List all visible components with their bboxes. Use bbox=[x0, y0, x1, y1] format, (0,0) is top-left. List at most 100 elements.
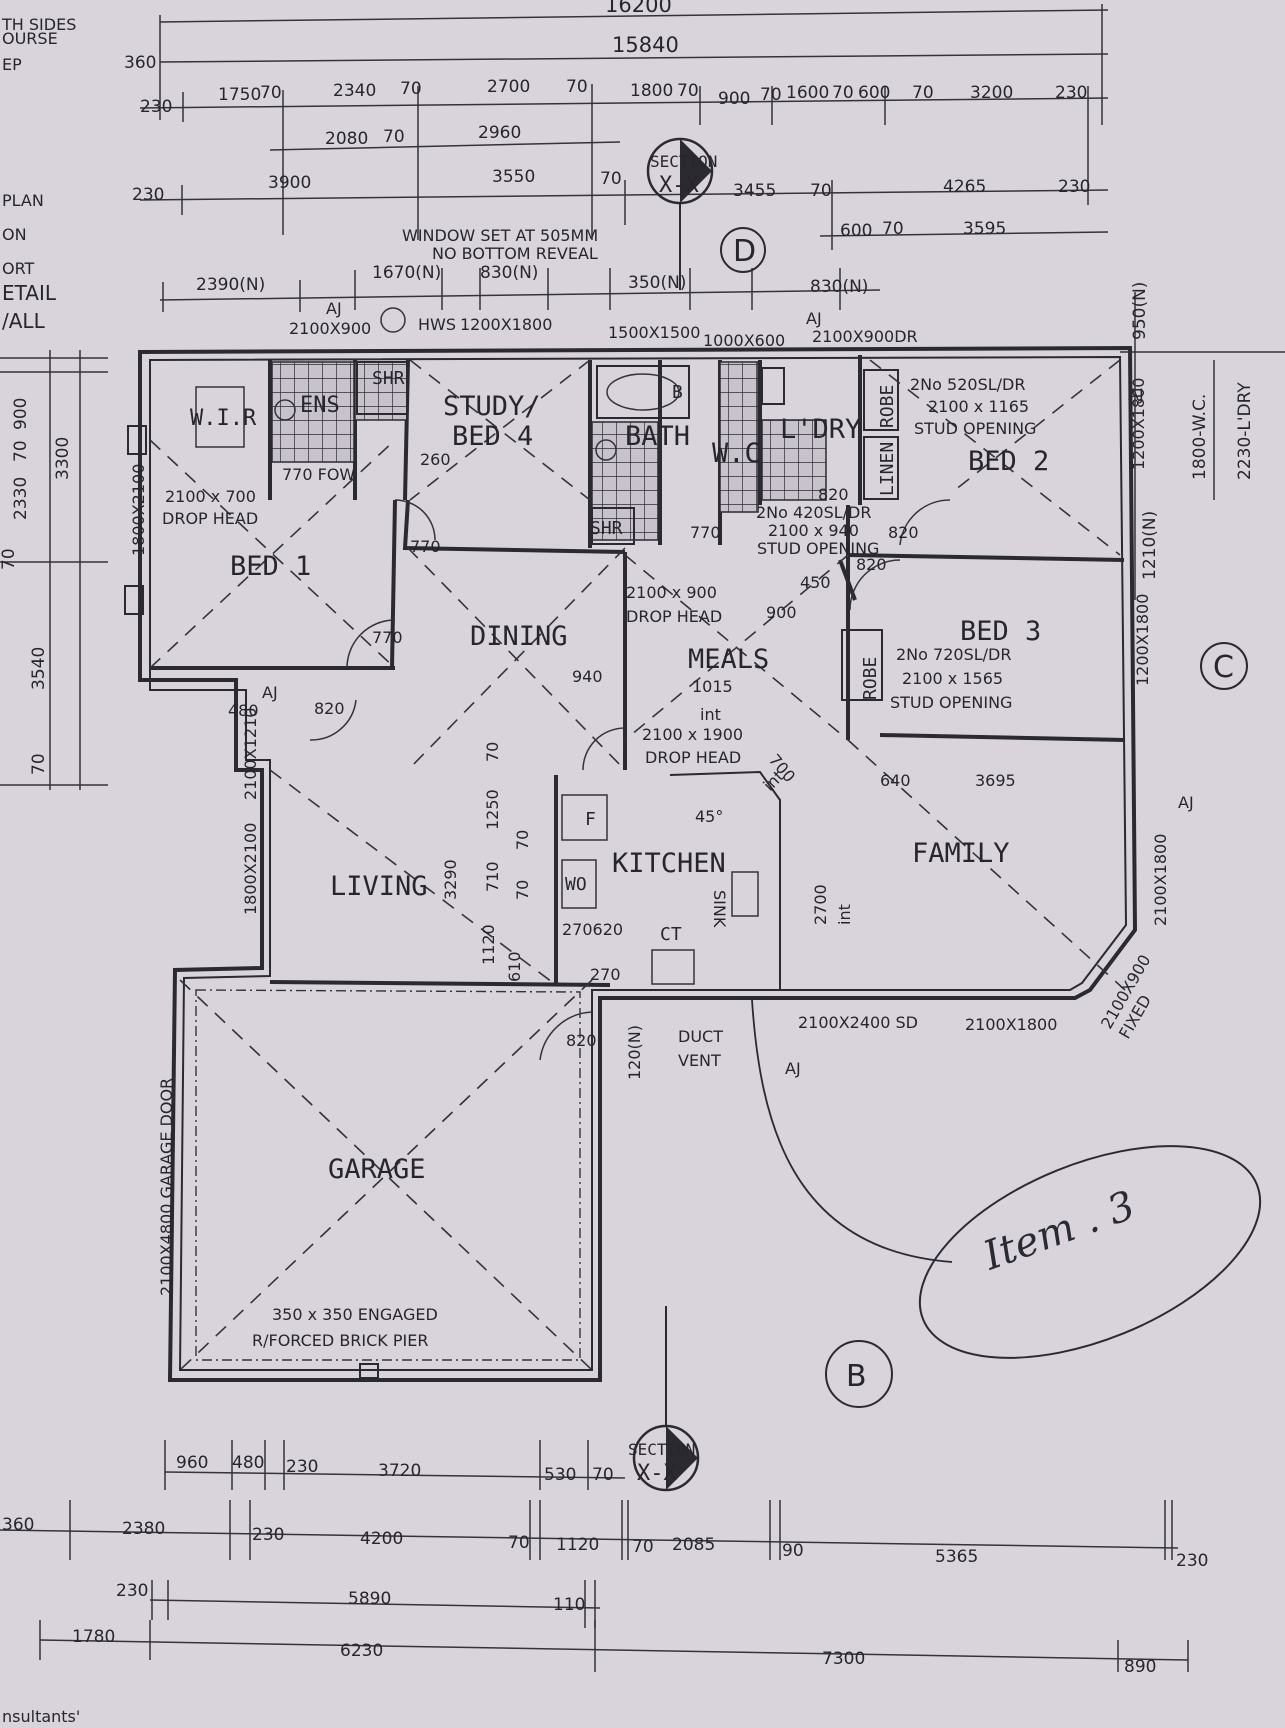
note-window-family: 2100X1800 bbox=[1151, 834, 1170, 926]
dim-label: 2340 bbox=[333, 81, 376, 101]
dim-950n: 950(N) bbox=[1130, 282, 1150, 340]
dim-label: 70 bbox=[11, 440, 31, 462]
elevation-marker-b: B bbox=[825, 1340, 893, 1408]
edge-note: PLAN bbox=[2, 191, 44, 210]
edge-note: /ALL bbox=[2, 309, 46, 333]
right-dimension-column: 950(N) 1210(N) 1800-W.C. 2230-L'DRY bbox=[1120, 282, 1285, 600]
note-bed3-robe-2: 2100 x 1565 bbox=[902, 669, 1003, 688]
dim-label: 890 bbox=[1124, 1657, 1156, 1677]
section-id-bottom: X-X bbox=[637, 1461, 677, 1486]
dim-label: 530 bbox=[544, 1465, 576, 1485]
dim-900: 900 bbox=[766, 603, 797, 622]
dim-label: 70 bbox=[29, 753, 49, 775]
dim-label: 230 bbox=[286, 1457, 318, 1477]
dim-label: 1600 bbox=[786, 83, 829, 103]
door-swings bbox=[309, 499, 951, 1061]
label-shr-bath: SHR bbox=[590, 518, 623, 539]
edge-note: nsultants' bbox=[2, 1707, 80, 1726]
dim-1250: 1250 bbox=[483, 789, 502, 830]
dim-label: 90 bbox=[782, 1541, 804, 1561]
room-kitchen: KITCHEN bbox=[612, 848, 726, 879]
room-bed4: BED 4 bbox=[452, 421, 533, 452]
note-int-meals: int bbox=[700, 705, 721, 724]
edge-note: TH SIDES bbox=[1, 15, 76, 34]
dim-label: 900 bbox=[718, 89, 750, 109]
note-meals-drop-1: 2100 x 900 bbox=[626, 583, 717, 602]
dim-label: 230 bbox=[132, 185, 164, 205]
note-wc-1800: 1800-W.C. bbox=[1190, 394, 1210, 480]
dim-label: 1780 bbox=[72, 1627, 115, 1647]
note-angle: 45° bbox=[695, 807, 723, 826]
dim-label: 7300 bbox=[822, 1649, 865, 1669]
edge-note: ORT bbox=[2, 259, 35, 278]
dim-270: 270 bbox=[590, 965, 621, 984]
dim-label: 1670(N) bbox=[372, 263, 441, 283]
plan-notes: 2No 520SL/DR 2100 x 1165 STUD OPENING 2N… bbox=[129, 375, 1194, 1350]
left-dimension-column: 900 70 2330 70 3300 3540 70 bbox=[0, 350, 108, 790]
note-window-living-a: 2100X1210 bbox=[241, 708, 260, 800]
label-robe-bed2: ROBE bbox=[877, 385, 898, 428]
wir-shelf bbox=[195, 386, 245, 448]
dim-450: 450 bbox=[800, 573, 831, 592]
dim-label: 230 bbox=[1058, 177, 1090, 197]
bath-shower bbox=[591, 507, 635, 545]
room-living: LIVING bbox=[330, 871, 428, 902]
laundry-tiles bbox=[761, 419, 827, 501]
left-edge-notes: TH SIDES OURSE EP PLAN ON ORT ETAIL /ALL… bbox=[1, 15, 80, 1726]
dim-label: 70 bbox=[0, 548, 19, 570]
note-window-bed1: 1800X2100 bbox=[129, 464, 148, 556]
hws-label: HWS bbox=[418, 315, 456, 334]
bath-tub bbox=[596, 365, 690, 419]
ensuite-basin bbox=[274, 399, 296, 421]
section-label-top: SECTION bbox=[650, 152, 717, 171]
dim-label: 600 bbox=[840, 221, 872, 241]
room-ens: ENS bbox=[300, 393, 340, 418]
note-kitchen-drop-2: DROP HEAD bbox=[645, 748, 741, 767]
dim-label: 230 bbox=[1055, 83, 1087, 103]
room-bath: BATH bbox=[625, 421, 690, 452]
window-set-note-1: WINDOW SET AT 505MM bbox=[402, 226, 598, 245]
dim-label: 70 bbox=[832, 83, 854, 103]
dim-15840: 15840 bbox=[612, 33, 679, 57]
aj-family: AJ bbox=[1178, 793, 1194, 812]
dim-1015: 1015 bbox=[692, 677, 733, 696]
window-1200x1800: 1200X1800 bbox=[460, 315, 552, 334]
dim-label: 70 bbox=[677, 81, 699, 101]
room-bed3: BED 3 bbox=[960, 616, 1041, 647]
fridge-space bbox=[561, 794, 608, 841]
dim-label: 4200 bbox=[360, 1529, 403, 1549]
dim-70-b: 70 bbox=[513, 830, 532, 850]
label-bath-b: B bbox=[672, 382, 683, 403]
bottom-dimension-strings: 960 480 230 3720 530 70 360 2380 230 420… bbox=[0, 1440, 1208, 1677]
room-wir: W.I.R bbox=[190, 406, 257, 431]
note-bed1-drop-1: 2100 x 700 bbox=[165, 487, 256, 506]
room-study: STUDY/ bbox=[443, 391, 541, 422]
window-2100x900: 2100X900 bbox=[289, 319, 371, 338]
dim-label: 2700 bbox=[487, 77, 530, 97]
elevation-marker-c: C bbox=[1200, 642, 1248, 690]
dim-480: 480 bbox=[228, 701, 259, 720]
dim-label: 3300 bbox=[53, 437, 73, 480]
dim-610: 610 bbox=[505, 951, 524, 982]
dim-label: 2960 bbox=[478, 123, 521, 143]
dim-820-b: 820 bbox=[888, 523, 919, 542]
dim-label: 960 bbox=[176, 1453, 208, 1473]
handwritten-item-3: Item . 3 bbox=[977, 1182, 1141, 1279]
note-fow: 770 FOW bbox=[282, 465, 355, 484]
brick-pier bbox=[359, 1363, 379, 1379]
note-linen-3: STUD OPENING bbox=[757, 539, 879, 558]
dim-label: 70 bbox=[592, 1465, 614, 1485]
dim-label: 3540 bbox=[29, 647, 49, 690]
dim-label: 5890 bbox=[348, 1589, 391, 1609]
dim-label: 350(N) bbox=[628, 273, 686, 293]
dim-label: 230 bbox=[1176, 1551, 1208, 1571]
aj-top: AJ bbox=[326, 299, 342, 318]
linen-cupboard bbox=[863, 436, 899, 500]
elevation-marker-d: D bbox=[720, 227, 766, 273]
ensuite-shower bbox=[356, 361, 408, 415]
dim-label: 3200 bbox=[970, 83, 1013, 103]
room-ldry: L'DRY bbox=[780, 414, 861, 445]
note-120n: 120(N) bbox=[625, 1025, 644, 1080]
note-window-living-b: 1800X2100 bbox=[241, 823, 260, 915]
house-walls bbox=[138, 345, 1138, 1382]
